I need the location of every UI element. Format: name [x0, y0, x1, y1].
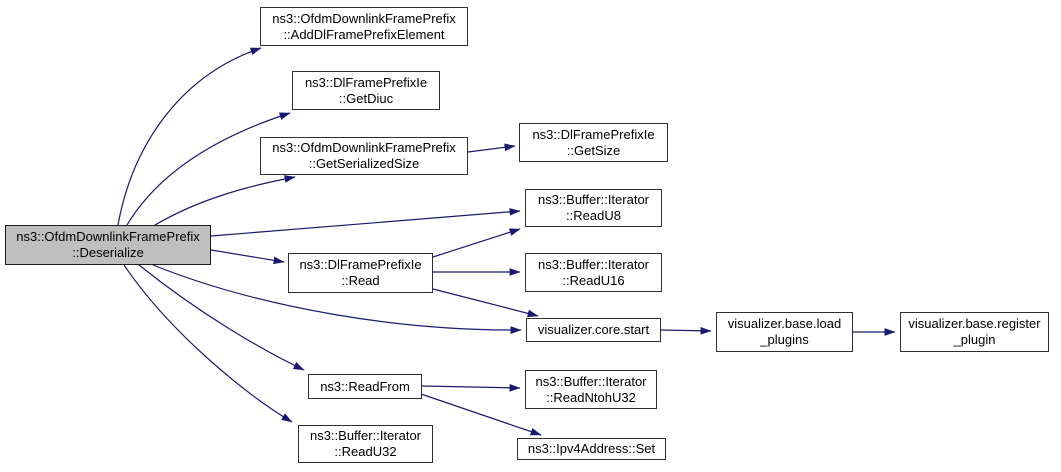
node-label-line2: ::GetDiuc — [338, 90, 394, 106]
node-label-line1: ns3::OfdmDownlinkFramePrefix — [16, 229, 200, 244]
node-get-serialized-size[interactable]: ns3::OfdmDownlinkFramePrefix ::GetSerial… — [260, 137, 468, 175]
node-label-line1: ns3::Buffer::Iterator — [537, 192, 650, 207]
edge-deserialize-to-getdiuc — [126, 112, 291, 226]
edge-deserialize-to-read — [210, 249, 285, 265]
edge-deserialize-to-getserializedsize — [154, 175, 296, 226]
node-label-line2: ::ReadNtohU32 — [546, 389, 636, 405]
node-label-line1: ns3::Buffer::Iterator — [535, 373, 647, 389]
node-label-line2: ::ReadU16 — [562, 272, 625, 288]
node-label-line1: ns3::Ipv4Address::Set — [527, 441, 656, 456]
node-label-line2: _plugin — [953, 332, 996, 347]
edge-readfrom-to-ipv4addressset — [420, 393, 542, 436]
node-label-line1: ns3::DlFramePrefixIe — [299, 257, 422, 272]
node-read[interactable]: ns3::DlFramePrefixIe ::Read — [288, 253, 433, 293]
node-label-line2: ::GetSerializedSize — [308, 156, 420, 171]
node-core-start[interactable]: visualizer.core.start — [526, 318, 661, 342]
node-label-line2: ::AddDlFramePrefixElement — [283, 26, 445, 42]
edge-deserialize-to-readu32 — [123, 264, 293, 423]
node-label-line1: ns3::ReadFrom — [320, 378, 410, 394]
node-add-dl-frame-prefix-element[interactable]: ns3::OfdmDownlinkFramePrefix ::AddDlFram… — [260, 7, 468, 46]
node-label-line1: ns3::OfdmDownlinkFramePrefix — [272, 10, 456, 26]
node-get-diuc[interactable]: ns3::DlFramePrefixIe ::GetDiuc — [292, 71, 440, 110]
node-read-u32[interactable]: ns3::Buffer::Iterator ::ReadU32 — [298, 425, 433, 463]
node-register-plugin[interactable]: visualizer.base.register _plugin — [900, 312, 1049, 352]
node-label-line2: ::ReadU32 — [334, 444, 397, 459]
node-read-u16[interactable]: ns3::Buffer::Iterator ::ReadU16 — [525, 253, 662, 292]
node-label-line2: _plugins — [760, 332, 809, 347]
edge-read-to-readu8 — [432, 228, 521, 258]
node-label-line1: ns3::Buffer::Iterator — [309, 428, 422, 443]
node-label-line2: ::Read — [341, 273, 380, 288]
node-label-line1: ns3::DlFramePrefixIe — [532, 126, 655, 142]
edge-deserialize-to-readfrom — [138, 264, 305, 371]
node-get-size[interactable]: ns3::DlFramePrefixIe ::GetSize — [519, 123, 668, 162]
node-label-line1: ns3::Buffer::Iterator — [537, 256, 650, 272]
edge-getserializedsize-to-getsize — [467, 143, 516, 153]
node-label-line1: ns3::DlFramePrefixIe — [304, 74, 428, 90]
node-read-ntoh-u32[interactable]: ns3::Buffer::Iterator ::ReadNtohU32 — [525, 370, 657, 409]
edge-deserialize-to-adddlframeprefixelement — [117, 47, 262, 226]
node-label-line2: ::GetSize — [566, 142, 621, 158]
node-label-line1: visualizer.base.load — [727, 316, 842, 331]
node-label-line2: ::ReadU8 — [566, 208, 621, 223]
node-label-line2: ::Deserialize — [72, 245, 144, 260]
node-read-u8[interactable]: ns3::Buffer::Iterator ::ReadU8 — [525, 189, 662, 227]
edge-readfrom-to-readntohu32 — [421, 383, 521, 392]
node-label-line1: visualizer.core.start — [537, 322, 650, 337]
node-deserialize[interactable]: ns3::OfdmDownlinkFramePrefix ::Deseriali… — [5, 225, 211, 265]
node-read-from[interactable]: ns3::ReadFrom — [308, 374, 422, 399]
node-label-line1: ns3::OfdmDownlinkFramePrefix — [272, 140, 456, 155]
edge-corestart-to-loadplugins — [660, 326, 712, 335]
edge-deserialize-to-corestart — [152, 264, 522, 334]
node-label-line1: visualizer.base.register — [908, 316, 1041, 331]
edge-read-to-corestart — [432, 288, 539, 318]
edge-deserialize-to-readu8 — [210, 208, 521, 237]
node-ipv4-address-set[interactable]: ns3::Ipv4Address::Set — [517, 438, 666, 460]
node-load-plugins[interactable]: visualizer.base.load _plugins — [716, 312, 853, 352]
